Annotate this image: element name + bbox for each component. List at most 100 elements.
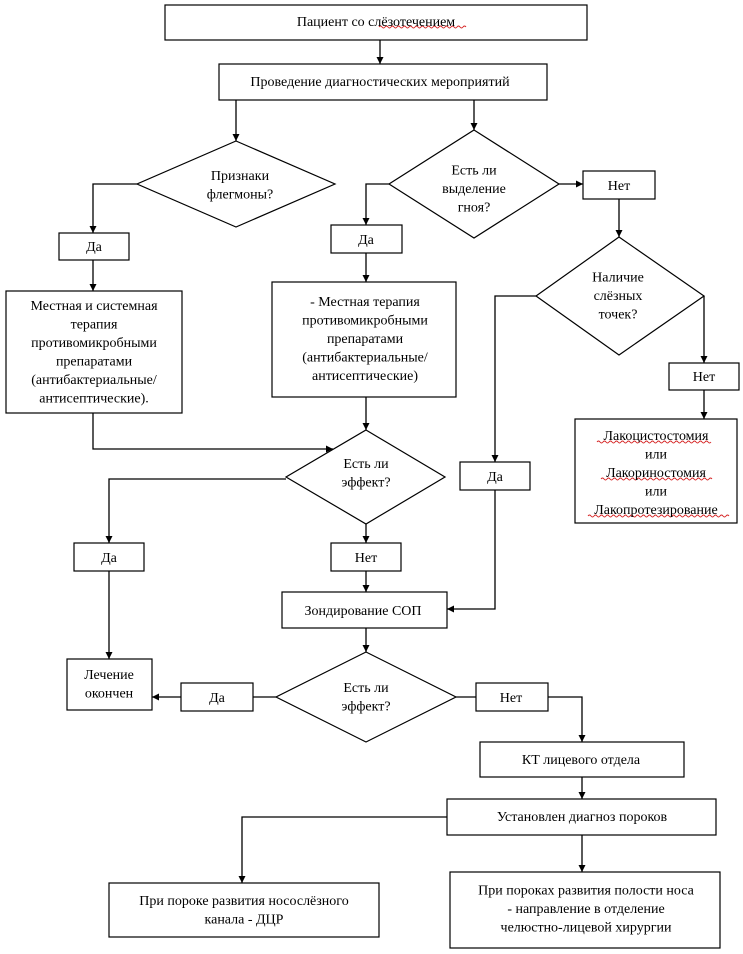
label-line: Местная и системная (30, 298, 158, 313)
label-line: При пороке развития носослёзного (139, 893, 348, 908)
label-effect2-question: Есть ли эффект? (341, 680, 390, 714)
label-line: (антибактериальные/ (302, 350, 428, 365)
node-diagnostics (218, 63, 548, 101)
arrow-systemic-to-effect1 (92, 413, 333, 453)
node-yes-effect1 (73, 542, 145, 572)
label-line: При пороках развития полости носа (478, 883, 694, 898)
label-line: Лечение (84, 667, 134, 682)
label-line: противомикробными (31, 335, 157, 350)
label-line: противомикробными (302, 313, 428, 328)
label-yes-phlegmon: Да (86, 240, 103, 255)
label-line: Есть ли (343, 680, 389, 695)
label-line: выделение (442, 182, 506, 197)
decision-pus (387, 129, 561, 239)
shapes (5, 4, 740, 949)
label-line: препаратами (56, 354, 133, 369)
label-line: Установлен диагноз пороков (497, 810, 668, 825)
label-probing: Зондирование СОП (304, 604, 421, 619)
label-line: Да (86, 240, 103, 255)
decision-phlegmon (135, 140, 337, 228)
label-no-effect2: Нет (500, 691, 522, 706)
label-no-effect1: Нет (355, 551, 377, 566)
label-yes-effect2: Да (209, 691, 226, 706)
label-line: Наличие (592, 270, 644, 285)
node-yes-phlegmon (58, 232, 130, 261)
arrow-puncta-to-yes (491, 295, 536, 462)
label-systemic-therapy: Местная и системная терапия противомикробн… (30, 298, 158, 406)
label-line: Признаки (211, 168, 270, 183)
label-line: - Местная терапия (310, 295, 420, 310)
node-probing (281, 591, 448, 629)
label-no-puncta: Нет (693, 370, 715, 385)
label-no-pus: Нет (608, 179, 630, 194)
label-line: слёзных (594, 289, 643, 304)
node-treatment-done (66, 658, 153, 711)
node-systemic-therapy (5, 290, 183, 414)
label-line: окончен (85, 686, 134, 701)
label-line: Да (101, 551, 118, 566)
label-maxillofacial: При пороках развития полости носа - напра… (478, 883, 694, 935)
node-no-effect2 (475, 682, 549, 712)
label-diagnosis: Установлен диагноз пороков (497, 810, 668, 825)
node-yes-effect2 (180, 682, 254, 712)
label-line: эффект? (341, 699, 390, 714)
label-line: - направление в отделение (507, 902, 664, 917)
decision-effect2 (274, 651, 458, 743)
label-line: Да (209, 691, 226, 706)
label-line: канала - ДЦР (205, 912, 284, 927)
label-line: Да (487, 470, 504, 485)
label-line: Лакопротезирование (594, 503, 717, 518)
label-line: Есть ли (451, 163, 497, 178)
label-line: точек? (599, 307, 638, 322)
label-line: Лакориностомия (606, 466, 706, 481)
node-maxillofacial (449, 871, 721, 949)
label-line: Лакоцистостомия (604, 429, 710, 444)
label-line: антисептические). (39, 391, 149, 406)
node-yes-pus (330, 224, 403, 254)
label-line: Нет (608, 179, 630, 194)
label-line: или (645, 484, 667, 499)
label-yes-puncta: Да (487, 470, 504, 485)
label-effect1-question: Есть ли эффект? (341, 456, 390, 490)
label-line: Нет (693, 370, 715, 385)
arrow-diagnosis-to-dcr (238, 816, 447, 883)
label-phlegmon-question: Признаки флегмоны? (207, 168, 273, 202)
label-line: (антибактериальные/ (31, 372, 157, 387)
label-line: Зондирование СОП (304, 604, 421, 619)
label-line: Да (358, 233, 375, 248)
label-line: флегмоны? (207, 187, 273, 202)
label-line: Есть ли (343, 456, 389, 471)
label-line: терапия (71, 317, 118, 332)
label-treatment-done: Лечение окончен (84, 667, 134, 701)
label-yes-pus: Да (358, 233, 375, 248)
label-line: Проведение диагностических мероприятий (250, 75, 510, 90)
label-line: Нет (355, 551, 377, 566)
connectors (89, 40, 708, 883)
decision-effect1 (284, 429, 447, 525)
label-diagnostics: Проведение диагностических мероприятий (250, 75, 510, 90)
node-local-therapy (271, 281, 457, 398)
spellcheck-underlines (378, 25, 730, 518)
node-no-effect1 (330, 542, 402, 572)
node-no-pus (582, 170, 656, 200)
node-yes-puncta (459, 461, 531, 491)
node-dcr (108, 882, 380, 938)
node-lacrimal-surgery (574, 418, 738, 524)
label-patient: Пациент со слёзотечением (297, 15, 455, 30)
node-diagnosis (446, 798, 717, 836)
arrow-phlegmon-to-yes (89, 183, 137, 233)
label-yes-effect1: Да (101, 551, 118, 566)
label-line: антисептические) (312, 369, 418, 384)
label-line: Пациент со слёзотечением (297, 15, 455, 30)
label-line: эффект? (341, 475, 390, 490)
label-dcr: При пороке развития носослёзного канала -… (139, 893, 348, 927)
arrow-pus-to-yes (362, 183, 389, 225)
label-line: или (645, 447, 667, 462)
node-ct (479, 741, 685, 778)
labels: Пациент со слёзотечением Проведение диаг… (30, 15, 717, 936)
label-line: КТ лицевого отдела (522, 753, 641, 768)
